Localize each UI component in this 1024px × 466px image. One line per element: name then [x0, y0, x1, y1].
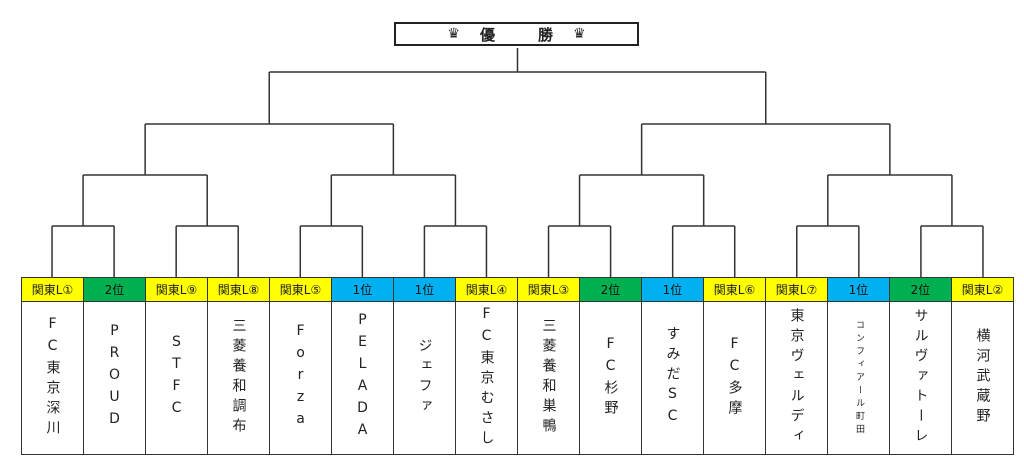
team-name-cell: 三菱養和調布	[208, 302, 269, 454]
team-column: 1位すみだSC	[642, 278, 704, 454]
team-column: 関東L⑥ FC多摩	[704, 278, 766, 454]
team-name-cell: STFC	[146, 302, 207, 454]
team-name: すみだSC	[664, 326, 681, 430]
team-column: 1位 PELADA	[332, 278, 394, 454]
team-name-cell: PELADA	[332, 302, 393, 454]
team-column: 1位ジェファ	[394, 278, 456, 454]
team-column: 関東L③ 三菱養和巣鴨	[518, 278, 580, 454]
team-seed: 1位	[332, 278, 393, 302]
team-name: FC多摩	[726, 336, 743, 420]
team-seed: 関東L⑧	[208, 278, 269, 302]
team-column: 2位 PROUD	[84, 278, 146, 454]
team-seed: 2位	[580, 278, 641, 302]
team-name-cell: PROUD	[84, 302, 145, 454]
champion-title: 優 勝	[479, 25, 567, 44]
team-name: PELADA	[354, 312, 371, 444]
team-seed: 1位	[828, 278, 889, 302]
team-name-cell: コンフィアール町田	[828, 302, 889, 454]
team-seed: 関東L④	[456, 278, 517, 302]
team-seed: 関東L⑨	[146, 278, 207, 302]
team-seed: 関東L②	[952, 278, 1013, 302]
team-name: 三菱養和調布	[230, 318, 247, 438]
team-seed: 関東L⑤	[270, 278, 331, 302]
team-name: PROUD	[106, 323, 123, 433]
team-column: 関東L⑨ STFC	[146, 278, 208, 454]
team-name-cell: FC東京むさし	[456, 302, 517, 454]
team-name-cell: 東京ヴェルディ	[766, 302, 827, 454]
team-name: Forza	[292, 323, 309, 433]
team-seed: 関東L①	[22, 278, 83, 302]
team-seed: 1位	[642, 278, 703, 302]
team-seed: 関東L⑦	[766, 278, 827, 302]
team-column: 2位サルヴァトーレ	[890, 278, 952, 454]
crown-icon: ♛	[447, 26, 460, 42]
team-column: 2位 FC杉野	[580, 278, 642, 454]
team-name: STFC	[168, 334, 185, 422]
team-name: 東京ヴェルディ	[788, 308, 805, 448]
team-name-cell: FC東京深川	[22, 302, 83, 454]
team-name-cell: FC多摩	[704, 302, 765, 454]
crown-icon: ♛	[573, 26, 586, 42]
team-name-cell: 横河武蔵野	[952, 302, 1013, 454]
team-column: 関東L⑤ Forza	[270, 278, 332, 454]
team-seed: 関東L③	[518, 278, 579, 302]
team-name: サルヴァトーレ	[912, 308, 929, 448]
team-name: FC東京むさし	[478, 306, 495, 450]
team-column: 関東L⑧ 三菱養和調布	[208, 278, 270, 454]
team-name: FC東京深川	[44, 316, 61, 440]
team-seed: 関東L⑥	[704, 278, 765, 302]
champion-box: ♛ 優 勝 ♛	[394, 22, 639, 46]
team-column: 関東L② 横河武蔵野	[952, 278, 1013, 454]
team-name-cell: すみだSC	[642, 302, 703, 454]
team-column: 関東L① FC東京深川	[22, 278, 84, 454]
team-name-cell: ジェファ	[394, 302, 455, 454]
team-seed: 2位	[84, 278, 145, 302]
team-seed: 2位	[890, 278, 951, 302]
team-row: 関東L① FC東京深川 2位 PROUD 関東L⑨ STFC 関東L⑧ 三菱養和調布 関東L⑤ F…	[21, 277, 1014, 455]
team-name-cell: 三菱養和巣鴨	[518, 302, 579, 454]
team-name: FC杉野	[602, 336, 619, 420]
team-column: 関東L⑦ 東京ヴェルディ	[766, 278, 828, 454]
team-name: コンフィアール町田	[854, 319, 864, 437]
team-name-cell: Forza	[270, 302, 331, 454]
team-column: 1位コンフィアール町田	[828, 278, 890, 454]
team-seed: 1位	[394, 278, 455, 302]
team-column: 関東L④ FC東京むさし	[456, 278, 518, 454]
team-name: 三菱養和巣鴨	[540, 318, 557, 438]
team-name-cell: FC杉野	[580, 302, 641, 454]
team-name-cell: サルヴァトーレ	[890, 302, 951, 454]
team-name: 横河武蔵野	[974, 328, 991, 428]
team-name: ジェファ	[416, 338, 433, 418]
